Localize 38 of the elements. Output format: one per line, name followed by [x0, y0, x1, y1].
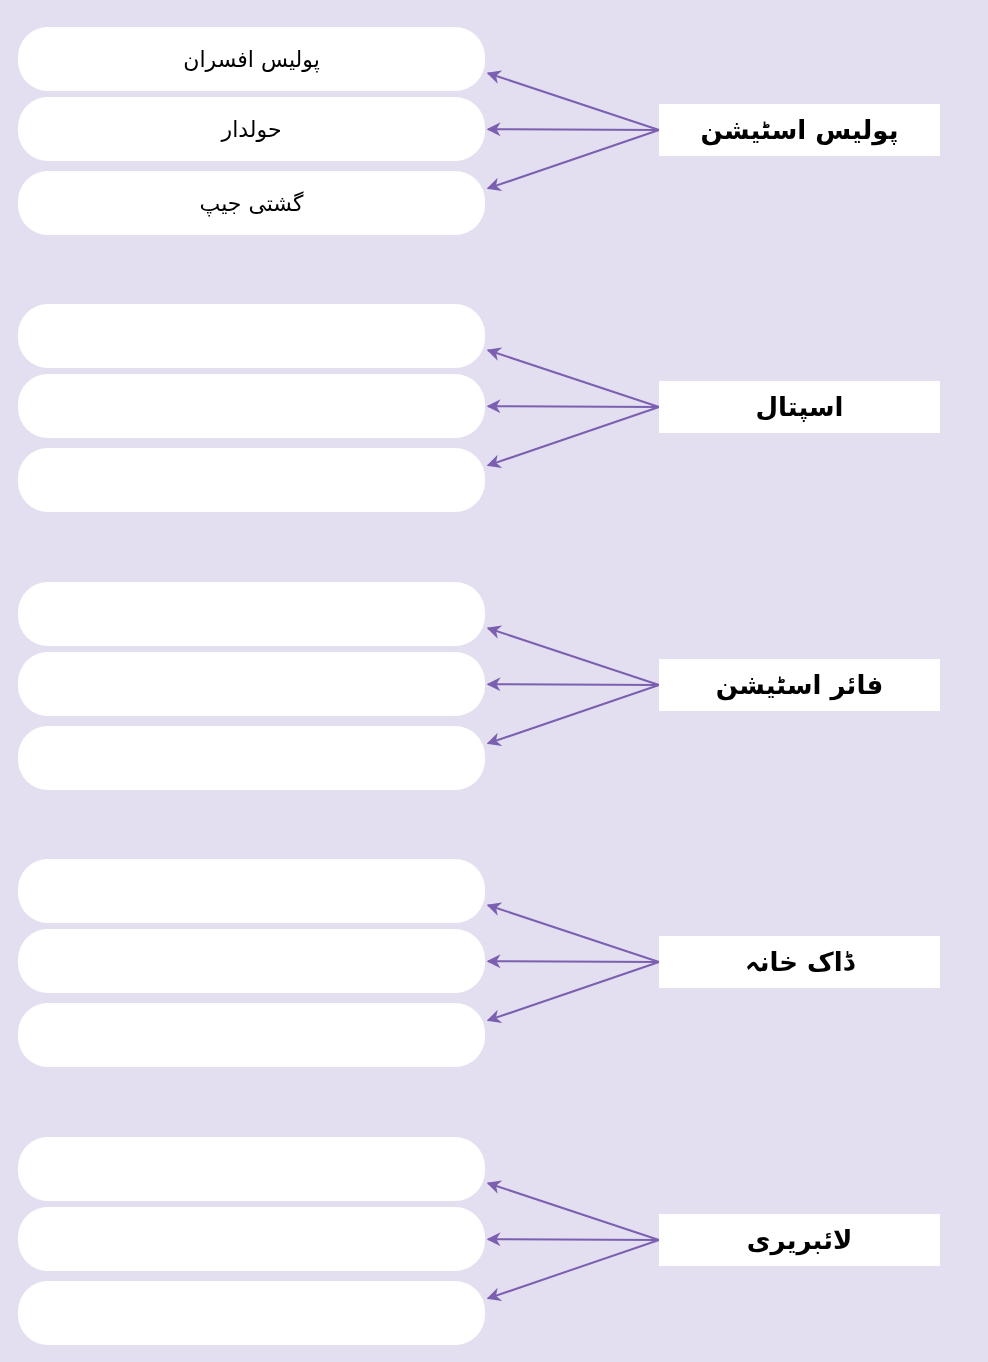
answer-text: گشتی جیپ [199, 190, 304, 216]
place-label-box [659, 659, 940, 711]
place-label-box [659, 936, 940, 988]
place-label-box [659, 381, 940, 433]
arrow [486, 70, 660, 131]
answer-box [18, 1003, 485, 1067]
answer-box [18, 1137, 485, 1201]
answer-box [18, 374, 485, 438]
arrow [486, 902, 660, 963]
answer-box [18, 582, 485, 646]
arrow [486, 347, 660, 408]
answer-box [18, 97, 485, 161]
answer-box [18, 1281, 485, 1345]
answer-box [18, 171, 485, 235]
answer-box [18, 27, 485, 91]
answer-text: حولدار [221, 116, 282, 142]
place-label-box [659, 104, 940, 156]
place-name: اسپتال [755, 392, 844, 422]
answer-text: پولیس افسران [183, 46, 320, 72]
answer-box [18, 726, 485, 790]
place-name: پولیس اسٹیشن [700, 115, 899, 145]
place-name: فائر اسٹیشن [715, 670, 884, 700]
answer-box [18, 859, 485, 923]
place-name: ڈاک خانہ [744, 947, 855, 977]
answer-box [18, 448, 485, 512]
place-label-box [659, 1214, 940, 1266]
answer-box [18, 1207, 485, 1271]
arrow [486, 625, 660, 686]
arrow [486, 1239, 660, 1301]
answer-box [18, 929, 485, 993]
arrow [486, 129, 660, 191]
answer-box [18, 304, 485, 368]
place-name: لائبریری [746, 1225, 853, 1255]
arrow [486, 961, 660, 1023]
arrow [486, 684, 660, 746]
arrow [486, 406, 660, 468]
arrow [486, 1180, 660, 1241]
answer-box [18, 652, 485, 716]
